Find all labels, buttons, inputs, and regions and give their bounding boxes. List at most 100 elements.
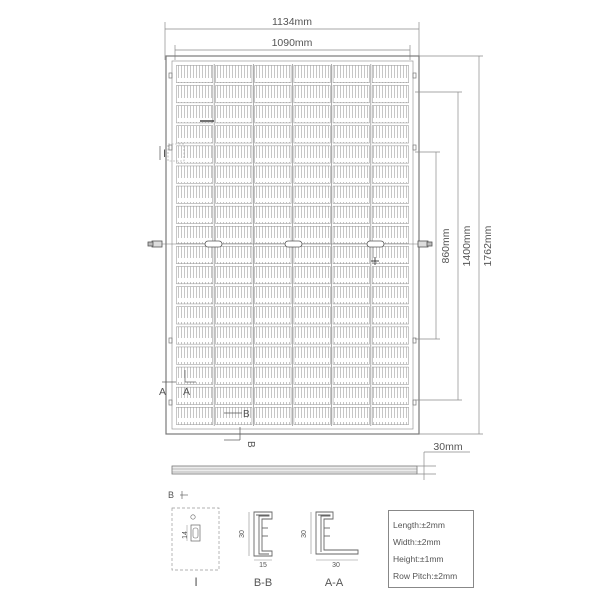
section-bb-caption: B-B [254, 577, 272, 589]
solar-cell [254, 165, 292, 184]
solar-cell [371, 306, 409, 325]
section-bb-profile [253, 511, 273, 557]
solar-cell [332, 286, 370, 305]
solar-cell [215, 125, 253, 144]
solar-cell [293, 65, 331, 83]
solar-cell [371, 266, 409, 285]
cell-grid [176, 64, 409, 426]
section-aa-dimensions [310, 512, 358, 561]
overall-width-label: 1134mm [272, 16, 312, 28]
solar-cell [176, 306, 214, 325]
solar-cell [254, 205, 292, 224]
solar-cell [371, 85, 409, 104]
solar-cell [254, 105, 292, 124]
solar-cell [254, 286, 292, 305]
solar-cell [332, 386, 370, 405]
solar-cell [371, 286, 409, 305]
solar-cell [371, 366, 409, 385]
section-b-right-label: B [243, 409, 250, 420]
mount-spacing-860-label: 860mm [440, 228, 452, 263]
overall-length-label: 1762mm [482, 225, 494, 266]
solar-cell [332, 266, 370, 285]
solar-cell [371, 346, 409, 365]
solar-cell [176, 85, 214, 104]
solar-cell [254, 145, 292, 164]
section-aa-profile [315, 511, 359, 555]
solar-cell [254, 125, 292, 144]
solar-cell [332, 326, 370, 345]
solar-cell [293, 205, 331, 224]
mount-spacing-860-dimension [415, 151, 440, 340]
solar-cell [293, 125, 331, 144]
solar-cell [215, 105, 253, 124]
solar-cell [254, 346, 292, 365]
solar-cell [371, 326, 409, 345]
solar-cell [332, 407, 370, 425]
tolerance-box: Length:±2mm Width:±2mm Height:±1mm Row P… [388, 510, 474, 588]
solar-cell [215, 306, 253, 325]
solar-cell [293, 165, 331, 184]
solar-cell [293, 366, 331, 385]
solar-cell [332, 226, 370, 244]
solar-cell [332, 306, 370, 325]
solar-cell [215, 85, 253, 104]
solar-cell [176, 366, 214, 385]
solar-cell [332, 366, 370, 385]
solar-cell [293, 266, 331, 285]
solar-cell [215, 165, 253, 184]
tolerance-length: Length:±2mm [393, 520, 445, 530]
solar-cell [371, 226, 409, 244]
overall-length-dimension [419, 55, 483, 435]
solar-cell [293, 346, 331, 365]
solar-cell [332, 125, 370, 144]
section-b-marker-lines [224, 412, 242, 441]
solar-cell [293, 306, 331, 325]
solar-cell [215, 407, 253, 425]
solar-cell [176, 105, 214, 124]
overall-width-dimension [164, 22, 420, 60]
solar-cell [293, 246, 331, 264]
solar-cell [254, 185, 292, 204]
section-b-detail-label: B [168, 490, 174, 500]
solar-cell [254, 407, 292, 425]
section-aa-width-label: 30 [332, 562, 340, 569]
section-b-detail-icon [180, 491, 188, 499]
solar-cell [254, 85, 292, 104]
solar-cell [176, 165, 214, 184]
solar-cell [215, 145, 253, 164]
solar-cell [254, 246, 292, 264]
detail-i-view [171, 507, 220, 571]
glass-width-label: 1090mm [272, 37, 313, 49]
solar-cell [215, 346, 253, 365]
solar-cell [176, 205, 214, 224]
solar-cell [371, 185, 409, 204]
solar-cell [293, 226, 331, 244]
section-aa-caption: A-A [325, 577, 344, 589]
solar-cell [332, 145, 370, 164]
solar-cell [176, 125, 214, 144]
solar-cell [254, 226, 292, 244]
solar-cell [254, 326, 292, 345]
solar-cell [254, 386, 292, 405]
crosshair-icon [371, 257, 379, 265]
solar-cell [293, 85, 331, 104]
detail-i-region [167, 143, 185, 162]
solar-cell [293, 145, 331, 164]
solar-cell [215, 326, 253, 345]
solar-cell [176, 145, 214, 164]
frame-thickness-label: 30mm [433, 441, 462, 453]
solar-cell [254, 366, 292, 385]
solar-cell [176, 246, 214, 264]
solar-cell [332, 65, 370, 83]
section-bb-dimensions [248, 512, 272, 561]
tolerance-height: Height:±1mm [393, 554, 444, 564]
solar-cell [215, 246, 253, 264]
solar-cell [215, 185, 253, 204]
detail-i-value: 14 [182, 531, 189, 539]
solar-cell [293, 386, 331, 405]
junction-cable [147, 240, 433, 248]
solar-cell [215, 366, 253, 385]
solar-cell [215, 205, 253, 224]
mount-spacing-1400-label: 1400mm [461, 225, 473, 266]
